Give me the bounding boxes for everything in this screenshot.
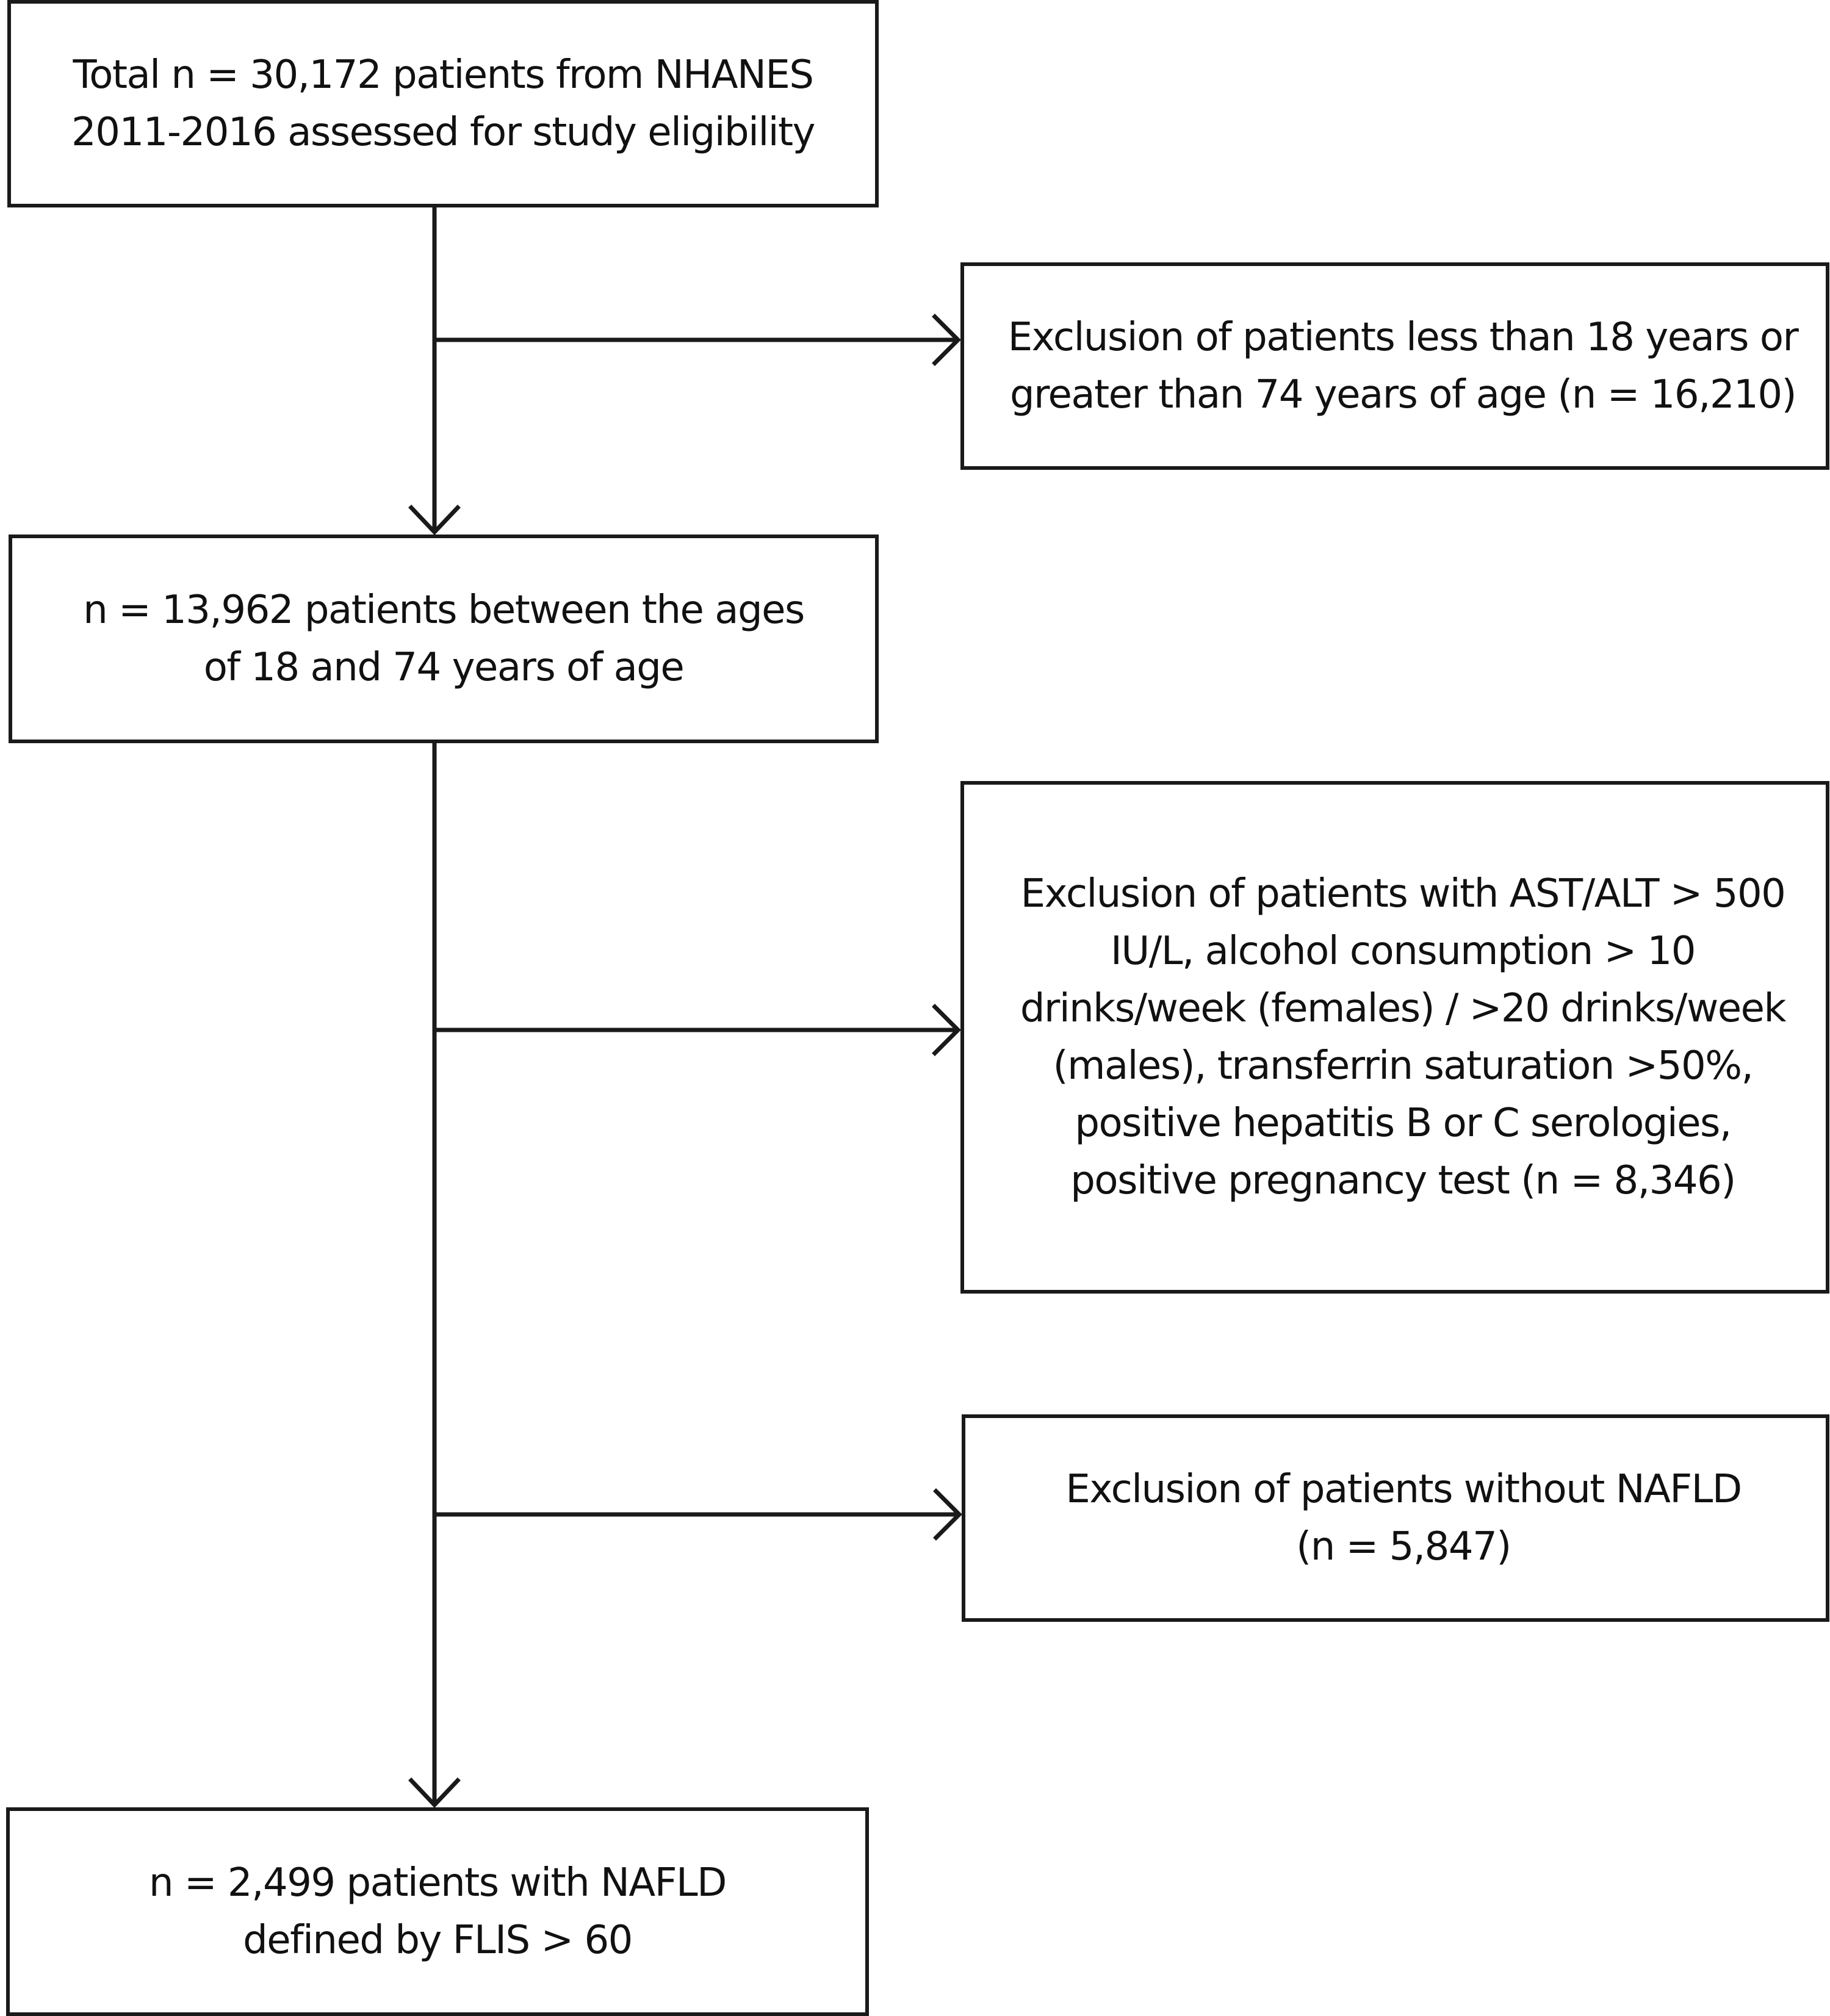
box-final-cohort-text: n = 2,499 patients with NAFLD defined by… [149, 1860, 727, 1963]
arrowhead-to-age-range [408, 505, 461, 536]
box-age-exclusion-text: Exclusion of patients less than 18 years… [1007, 315, 1799, 417]
box-total-patients: Total n = 30,172 patients from NHANES 20… [7, 0, 879, 207]
box-clinical-exclusion: Exclusion of patients with AST/ALT > 500… [960, 781, 1829, 1294]
arrowhead-to-age-exclusion [932, 314, 961, 366]
box-age-range-patients-text: n = 13,962 patients between the ages of … [83, 588, 805, 690]
box-clinical-exclusion-text: Exclusion of patients with AST/ALT > 500… [1020, 871, 1787, 1203]
box-age-exclusion: Exclusion of patients less than 18 years… [960, 262, 1829, 470]
box-nafld-exclusion-text: Exclusion of patients without NAFLD (n =… [1065, 1467, 1742, 1569]
box-total-patients-text: Total n = 30,172 patients from NHANES 20… [71, 52, 815, 155]
box-age-range-patients: n = 13,962 patients between the ages of … [9, 535, 879, 743]
box-nafld-exclusion: Exclusion of patients without NAFLD (n =… [962, 1414, 1829, 1622]
arrowhead-to-clinical-exclusion [932, 1004, 961, 1056]
arrowhead-to-nafld-exclusion [933, 1488, 962, 1541]
arrowhead-to-final [408, 1777, 461, 1809]
box-final-cohort: n = 2,499 patients with NAFLD defined by… [6, 1807, 869, 2016]
